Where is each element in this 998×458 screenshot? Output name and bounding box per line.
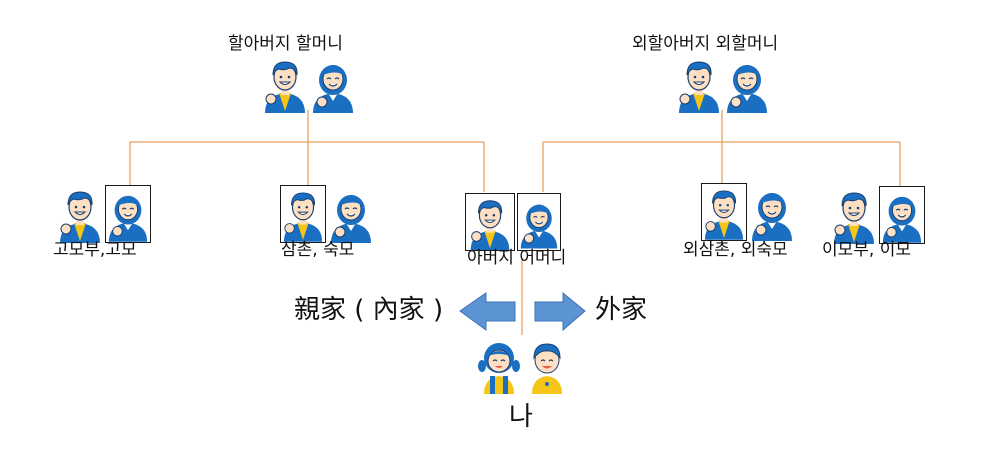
woman-icon — [310, 55, 356, 113]
woman-icon — [879, 186, 925, 244]
man-icon — [465, 193, 515, 251]
paternal-uncle-label: 삼촌, 숙모 — [281, 240, 355, 260]
paternal-uncle-couple — [280, 185, 374, 243]
man-icon — [280, 185, 326, 243]
man-icon — [701, 183, 747, 241]
me-children — [476, 336, 570, 394]
woman-icon — [749, 183, 795, 241]
maternal-uncle-couple — [701, 183, 795, 241]
paternal-grandparents-couple — [262, 55, 356, 113]
maternal-aunt-label: 이모부, 이모 — [822, 240, 912, 260]
woman-icon — [328, 185, 374, 243]
man-icon — [831, 186, 877, 244]
woman-icon — [105, 185, 151, 243]
me-label: 나 — [509, 402, 533, 432]
paternal-side-label: 親家 ( 內家 ) — [294, 295, 444, 325]
left-arrow-icon — [459, 292, 516, 331]
maternal-uncle-label: 외삼촌, 외숙모 — [683, 240, 788, 260]
man-icon — [676, 55, 722, 113]
paternal-grandparents-label: 할아버지 할머니 — [228, 34, 343, 54]
maternal-aunt-couple — [831, 186, 925, 244]
child-icon — [476, 336, 522, 394]
parents-couple — [465, 193, 561, 251]
right-arrow-icon — [534, 291, 586, 332]
woman-icon — [517, 193, 561, 251]
man-icon — [262, 55, 308, 113]
parents-label: 아버지 어머니 — [467, 248, 567, 268]
maternal-side-label: 外家 — [595, 295, 648, 325]
woman-icon — [724, 55, 770, 113]
paternal-aunt-couple — [57, 185, 151, 243]
man-icon — [57, 185, 103, 243]
child-icon — [524, 336, 570, 394]
paternal-aunt-label: 고모부,고모 — [53, 240, 137, 260]
maternal-grandparents-couple — [676, 55, 770, 113]
maternal-grandparents-label: 외할아버지 외할머니 — [632, 34, 779, 54]
